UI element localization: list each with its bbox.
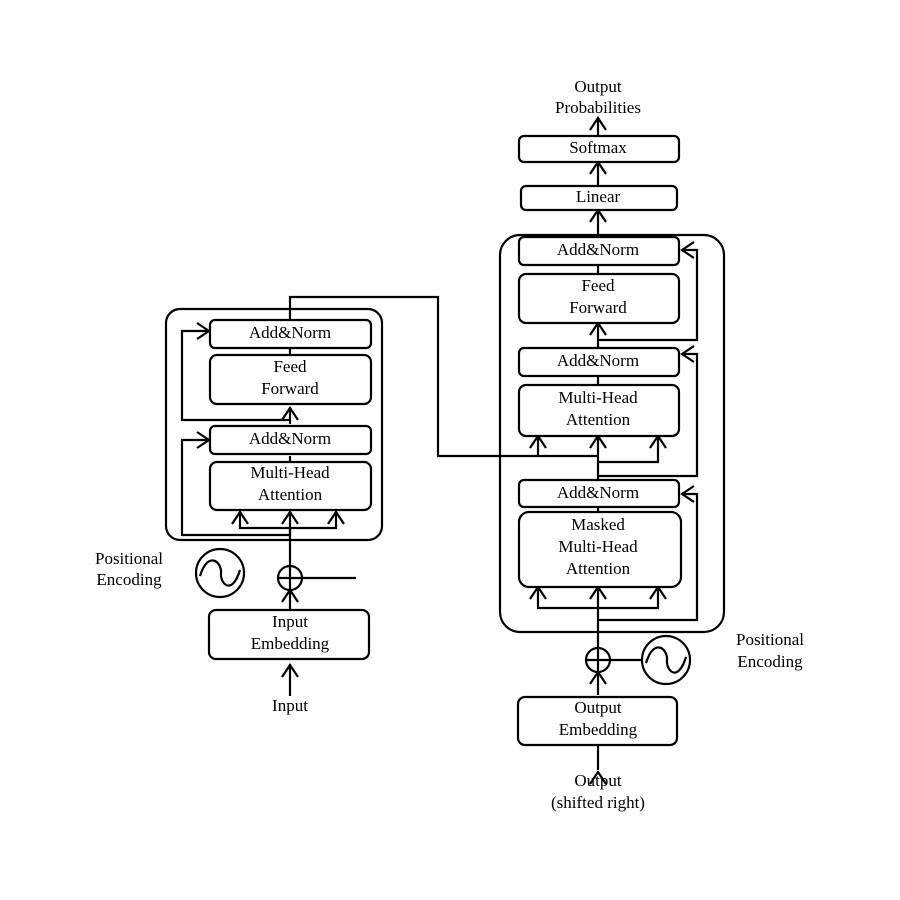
output-label-line-2: (shifted right) (551, 793, 645, 812)
decoder-positional-encoding-label-line-1: Positional (736, 630, 804, 649)
input-label: Input (272, 696, 308, 715)
encoder-multi-head-attention: Multi-Head Attention (208, 460, 373, 512)
softmax-block: Softmax (517, 134, 681, 164)
encoder-wires (180, 295, 598, 696)
output-embedding-label-line-2: Embedding (559, 720, 638, 739)
encoder-positional-encoding-icon (194, 547, 246, 599)
encoder-attention-label-line-1: Multi-Head (250, 463, 330, 482)
decoder-add-norm-bottom: Add&Norm (517, 478, 681, 509)
output-label-line-1: Output (574, 771, 622, 790)
output-embedding-label-line-1: Output (574, 698, 622, 717)
linear-block: Linear (519, 184, 679, 212)
decoder-add-norm-bottom-label: Add&Norm (557, 483, 639, 502)
masked-attention-label-line-3: Attention (566, 559, 631, 578)
encoder-feed-forward-label-line-1: Feed (273, 357, 307, 376)
decoder-positional-encoding-label-line-2: Encoding (737, 652, 803, 671)
encoder-positional-encoding-label-line-2: Encoding (96, 570, 162, 589)
encoder-attention-label-line-2: Attention (258, 485, 323, 504)
encoder-frame (164, 307, 384, 542)
output-embedding: Output Embedding (516, 695, 679, 747)
input-embedding: Input Embedding (207, 608, 371, 661)
output-probabilities-label-line-1: Output (574, 77, 622, 96)
decoder-positional-encoding-icon (640, 634, 692, 686)
decoder-multi-head-attention: Multi-Head Attention (517, 383, 681, 438)
encoder-feed-forward-label-line-2: Forward (261, 379, 319, 398)
encoder-add-norm-top-label: Add&Norm (249, 323, 331, 342)
decoder-add-norm-mid: Add&Norm (517, 346, 681, 378)
encoder-add-norm-top: Add&Norm (208, 318, 373, 350)
input-embedding-label-line-1: Input (272, 612, 308, 631)
encoder-feed-forward: Feed Forward (208, 353, 373, 406)
linear-label: Linear (576, 187, 621, 206)
decoder-add-norm-mid-label: Add&Norm (557, 351, 639, 370)
decoder-add-icon (584, 646, 612, 674)
decoder-feed-forward: Feed Forward (517, 272, 681, 325)
softmax-label: Softmax (569, 138, 627, 157)
encoder-add-norm-bottom: Add&Norm (208, 424, 373, 456)
encoder-add-icon (276, 564, 304, 592)
decoder-add-norm-top: Add&Norm (517, 235, 681, 267)
output-probabilities-label-line-2: Probabilities (555, 98, 641, 117)
decoder-attention-label-line-2: Attention (566, 410, 631, 429)
decoder-feed-forward-label-line-1: Feed (581, 276, 615, 295)
input-embedding-label-line-2: Embedding (251, 634, 330, 653)
decoder-stack: Output Probabilities Softmax Linear Add&… (498, 77, 804, 812)
decoder-masked-multi-head-attention: Masked Multi-Head Attention (517, 510, 683, 589)
encoder-stack: Add&Norm Feed Forward Add&Norm Multi-Hea… (95, 295, 598, 715)
decoder-add-norm-top-label: Add&Norm (557, 240, 639, 259)
decoder-frame (498, 233, 726, 634)
decoder-wires (536, 118, 699, 770)
encoder-add-norm-bottom-label: Add&Norm (249, 429, 331, 448)
encoder-positional-encoding-label-line-1: Positional (95, 549, 163, 568)
decoder-attention-label-line-1: Multi-Head (558, 388, 638, 407)
masked-attention-label-line-2: Multi-Head (558, 537, 638, 556)
decoder-feed-forward-label-line-2: Forward (569, 298, 627, 317)
masked-attention-label-line-1: Masked (571, 515, 625, 534)
